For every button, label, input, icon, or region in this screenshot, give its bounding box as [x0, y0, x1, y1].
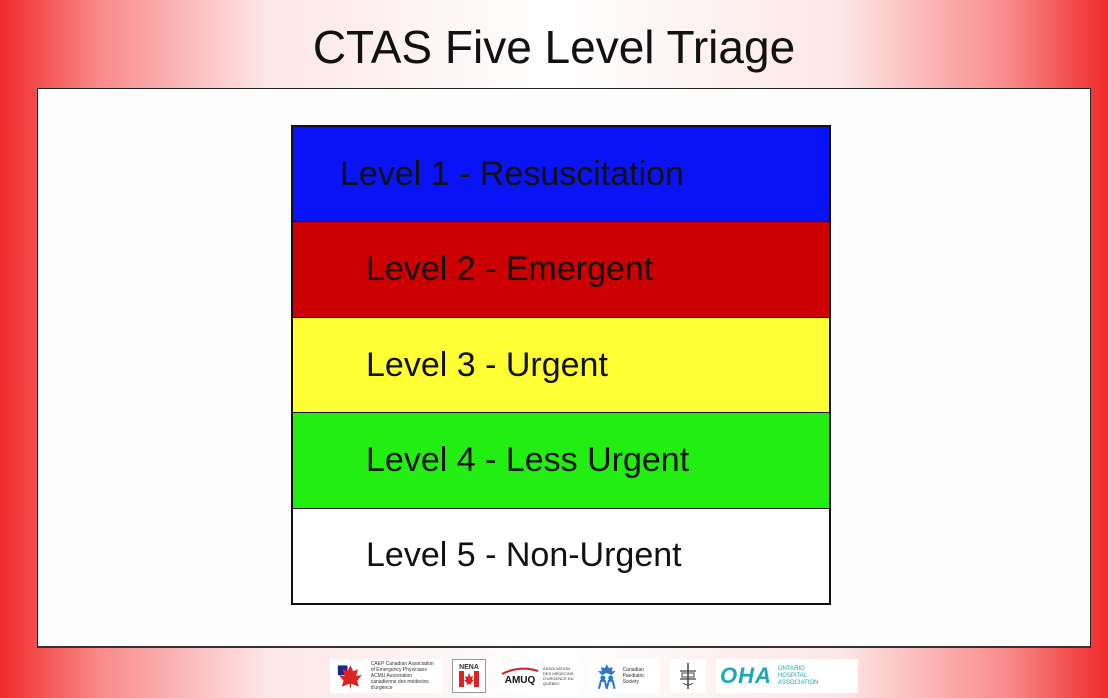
nena-text: NENA — [459, 664, 479, 671]
caep-maple-leaf-icon — [334, 661, 367, 691]
amuq-text: AMUQ — [504, 674, 536, 686]
caep-acmu-text: CAEP Canadian Association of Emergency P… — [370, 661, 434, 691]
cps-logo: Canadian Paediatric Society — [590, 659, 660, 693]
amuq-swoosh-icon — [501, 667, 539, 675]
triage-level-2: Level 2 - Emergent — [293, 222, 829, 318]
triage-level-4-label: Level 4 - Less Urgent — [366, 440, 690, 479]
maple-leaf-icon — [459, 671, 479, 687]
oha-text: OHA — [720, 663, 772, 688]
oha-logo: OHA ONTARIO HOSPITAL ASSOCIATION — [716, 659, 858, 693]
triage-level-2-label: Level 2 - Emergent — [366, 250, 654, 289]
nena-logo: NENA — [452, 659, 486, 693]
amuq-subtext: ASSOCIATION DES MÉDECINS D'URGENCE DU QU… — [543, 666, 574, 686]
cps-family-icon — [597, 664, 616, 690]
sponsor-logo-strip: CAEP Canadian Association of Emergency P… — [0, 652, 1108, 698]
triage-level-3-label: Level 3 - Urgent — [366, 345, 608, 384]
slide-title: CTAS Five Level Triage — [312, 21, 796, 73]
triage-level-4: Level 4 - Less Urgent — [293, 413, 829, 509]
triage-level-5-label: Level 5 - Non-Urgent — [366, 536, 682, 575]
amuq-logo: AMUQ ASSOCIATION DES MÉDECINS D'URGENCE … — [496, 659, 580, 693]
staff-emblem-icon — [680, 663, 696, 689]
emblem-logo — [670, 659, 706, 693]
triage-level-table: Level 1 - Resuscitation Level 2 - Emerge… — [291, 125, 831, 605]
caep-acmu-logo: CAEP Canadian Association of Emergency P… — [330, 659, 442, 693]
cps-text: Canadian Paediatric Society — [622, 667, 645, 685]
oha-subtext: ONTARIO HOSPITAL ASSOCIATION — [777, 665, 819, 686]
triage-level-3: Level 3 - Urgent — [293, 317, 829, 414]
triage-level-5: Level 5 - Non-Urgent — [293, 508, 829, 604]
triage-level-1: Level 1 - Resuscitation — [293, 127, 829, 223]
triage-level-1-label: Level 1 - Resuscitation — [340, 154, 684, 193]
